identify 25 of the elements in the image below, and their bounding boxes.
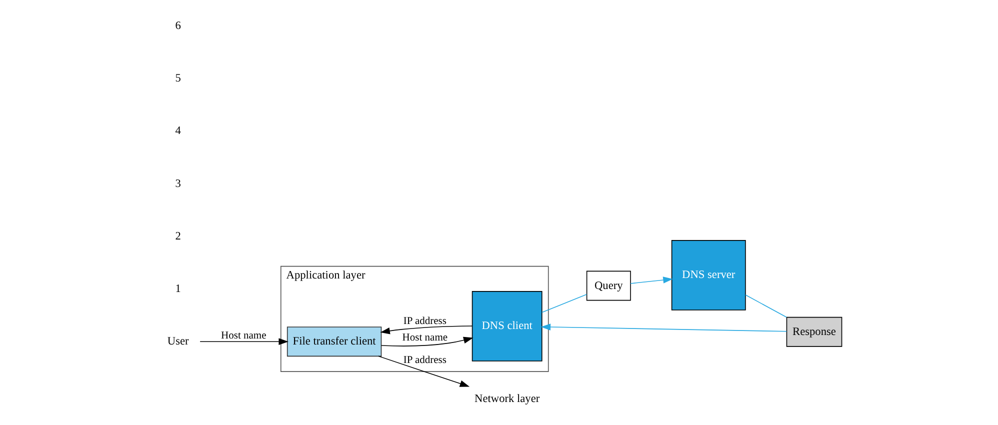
label: 3 <box>175 178 181 190</box>
edge-label: Host name <box>402 332 448 344</box>
edge-label: IP address <box>403 354 447 366</box>
label: 2 <box>175 230 181 242</box>
node-text: Network layer <box>474 393 540 406</box>
arrow <box>380 326 473 334</box>
connector <box>745 294 787 318</box>
arrow <box>200 338 288 345</box>
node-text: User <box>167 336 189 348</box>
arrow <box>540 324 788 332</box>
arrow <box>630 276 673 284</box>
label: 1 <box>175 282 181 295</box>
edge-label: Host name <box>221 330 266 342</box>
node-box: Response <box>786 316 842 347</box>
node-box: Query <box>586 270 631 301</box>
node-box: File transfer client <box>286 326 382 357</box>
label: 6 <box>175 20 181 32</box>
edge-label: IP address <box>403 316 447 328</box>
connector <box>542 294 588 313</box>
node-box: DNS client <box>472 291 542 362</box>
arrow <box>378 356 470 387</box>
label: 5 <box>175 72 181 85</box>
arrow <box>380 336 474 346</box>
label: 4 <box>175 125 181 138</box>
node-box: DNS server <box>671 240 746 310</box>
